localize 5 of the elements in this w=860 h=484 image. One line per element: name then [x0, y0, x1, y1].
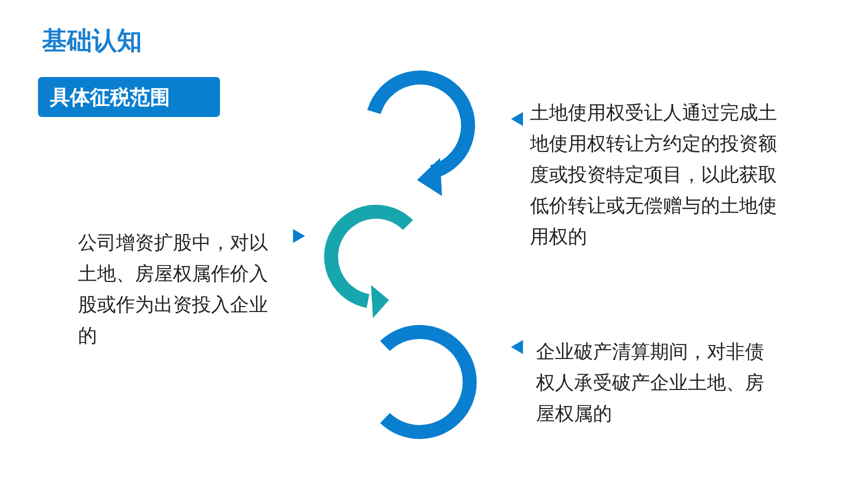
- description-text: 土地使用权受让人通过完成土地使用权转让方约定的投资额度或投资特定项目，以此获取低价转让或无偿赠与的土地使用权的: [530, 101, 778, 250]
- section-label: 具体征税范围: [38, 77, 220, 117]
- title: 基础认知: [42, 25, 142, 57]
- description-text: 公司增资扩股中，对以土地、房屋权属作价入股或作为出资投入企业的: [78, 231, 269, 349]
- description-text: 企业破产清算期间，对非债权人承受破产企业土地、房屋权属的: [536, 340, 765, 427]
